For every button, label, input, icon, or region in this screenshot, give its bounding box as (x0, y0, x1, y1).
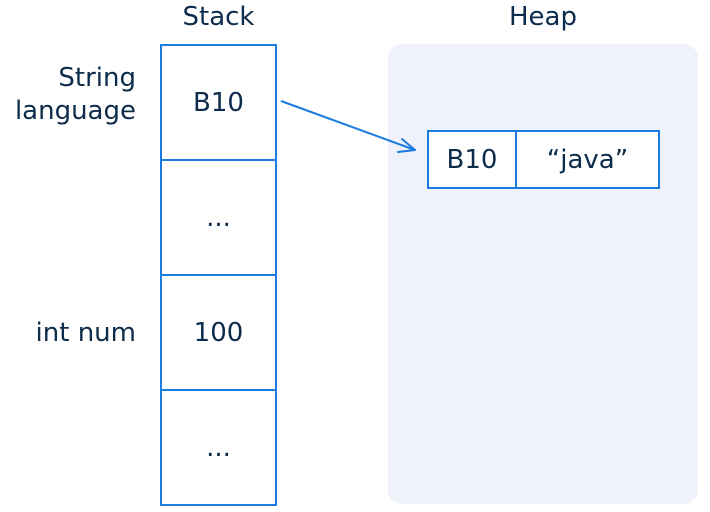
label-string: String (58, 63, 136, 93)
label-string-language: String language (15, 62, 136, 127)
label-int-num: int num (35, 318, 136, 348)
stack-title: Stack (182, 2, 255, 32)
stack-column: B10 ... 100 ... (160, 44, 277, 506)
heap-title: Heap (509, 2, 577, 32)
heap-object: B10 “java” (427, 130, 660, 189)
stack-cell-ellipsis-2: ... (206, 432, 231, 463)
heap-object-value: “java” (546, 144, 629, 175)
stack-cell-ellipsis-1: ... (162, 161, 275, 276)
label-language: language (14, 95, 136, 126)
stack-cell-language: B10 (162, 46, 275, 161)
stack-cell-num: 100 (162, 276, 275, 391)
heap-panel (388, 44, 698, 504)
heap-object-address: B10 (429, 132, 517, 187)
